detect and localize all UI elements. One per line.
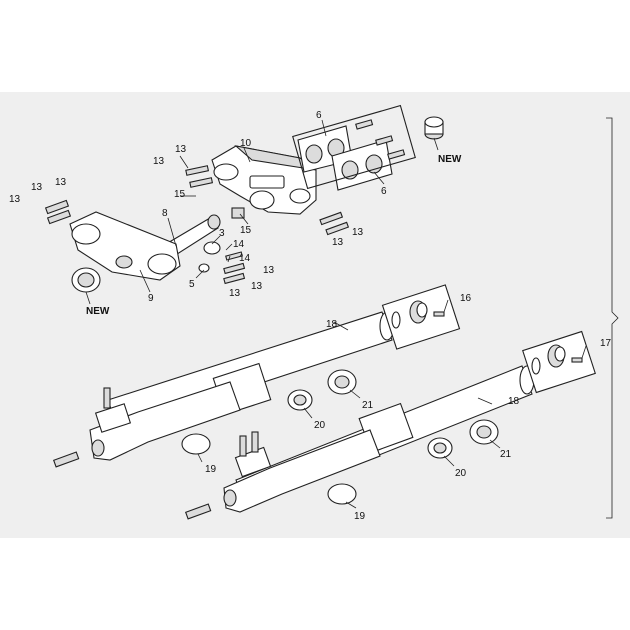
bushing-19b	[327, 483, 357, 505]
callout-numbers: 6 6 10 8 9 3 5 14 14 13 13 13 13 13 13 1…	[9, 110, 612, 522]
stem-hardware	[198, 241, 246, 285]
callout-13: 13	[153, 156, 165, 167]
callout-13: 13	[9, 194, 21, 205]
fork-slider-2	[223, 429, 381, 513]
callout-10: 10	[240, 138, 252, 149]
callout-21: 21	[500, 449, 512, 460]
bushing-21b-inner	[476, 425, 492, 439]
callout-6: 6	[316, 110, 322, 121]
callout-20: 20	[314, 420, 326, 431]
callout-13: 13	[175, 144, 187, 155]
steering-stem-nut	[424, 116, 444, 140]
callout-3: 3	[219, 228, 225, 239]
callout-13: 13	[229, 288, 241, 299]
seal-kit-17	[522, 330, 596, 394]
callout-13: 13	[352, 227, 364, 238]
callout-13: 13	[263, 265, 275, 276]
pinch-bolt-2a	[239, 435, 247, 457]
lower-triple-clamp	[69, 211, 181, 281]
callout-15: 15	[240, 225, 252, 236]
bushing-20b-inner	[433, 442, 447, 454]
callout-17: 17	[600, 338, 612, 349]
callout-16: 16	[460, 293, 472, 304]
group-bracket	[606, 117, 619, 519]
callout-18: 18	[326, 319, 338, 330]
leader-lines	[85, 119, 587, 509]
callout-19: 19	[354, 511, 366, 522]
bushing-20a-inner	[293, 394, 307, 406]
lower-bolts	[44, 199, 72, 225]
upper-triple-clamp	[211, 145, 317, 215]
callout-8: 8	[162, 208, 168, 219]
bushing-21a-inner	[334, 375, 350, 389]
callout-6: 6	[381, 186, 387, 197]
seal-kit-16	[381, 284, 461, 350]
axle-bolt-1	[52, 451, 80, 468]
callout-13: 13	[55, 177, 67, 188]
axle-bolt-2	[184, 503, 212, 520]
callout-19: 19	[205, 464, 217, 475]
callout-13: 13	[31, 182, 43, 193]
callout-5: 5	[189, 279, 195, 290]
clamp-bolts	[355, 119, 406, 160]
pinch-bolt-1	[103, 387, 111, 409]
callout-20: 20	[455, 468, 467, 479]
callout-13: 13	[251, 281, 263, 292]
callout-14: 14	[233, 239, 245, 250]
pinch-bolt-2b	[251, 431, 259, 453]
lower-bearing	[71, 267, 101, 293]
callout-13: 13	[332, 237, 344, 248]
new-label-nut: NEW	[438, 154, 462, 165]
new-label-bearing: NEW	[86, 306, 110, 317]
callout-9: 9	[148, 293, 154, 304]
callout-15: 15	[174, 189, 186, 200]
callout-18: 18	[508, 396, 520, 407]
callout-14: 14	[239, 253, 251, 264]
callout-21: 21	[362, 400, 374, 411]
bushing-19a	[181, 433, 211, 455]
upper-bolts	[185, 165, 350, 236]
